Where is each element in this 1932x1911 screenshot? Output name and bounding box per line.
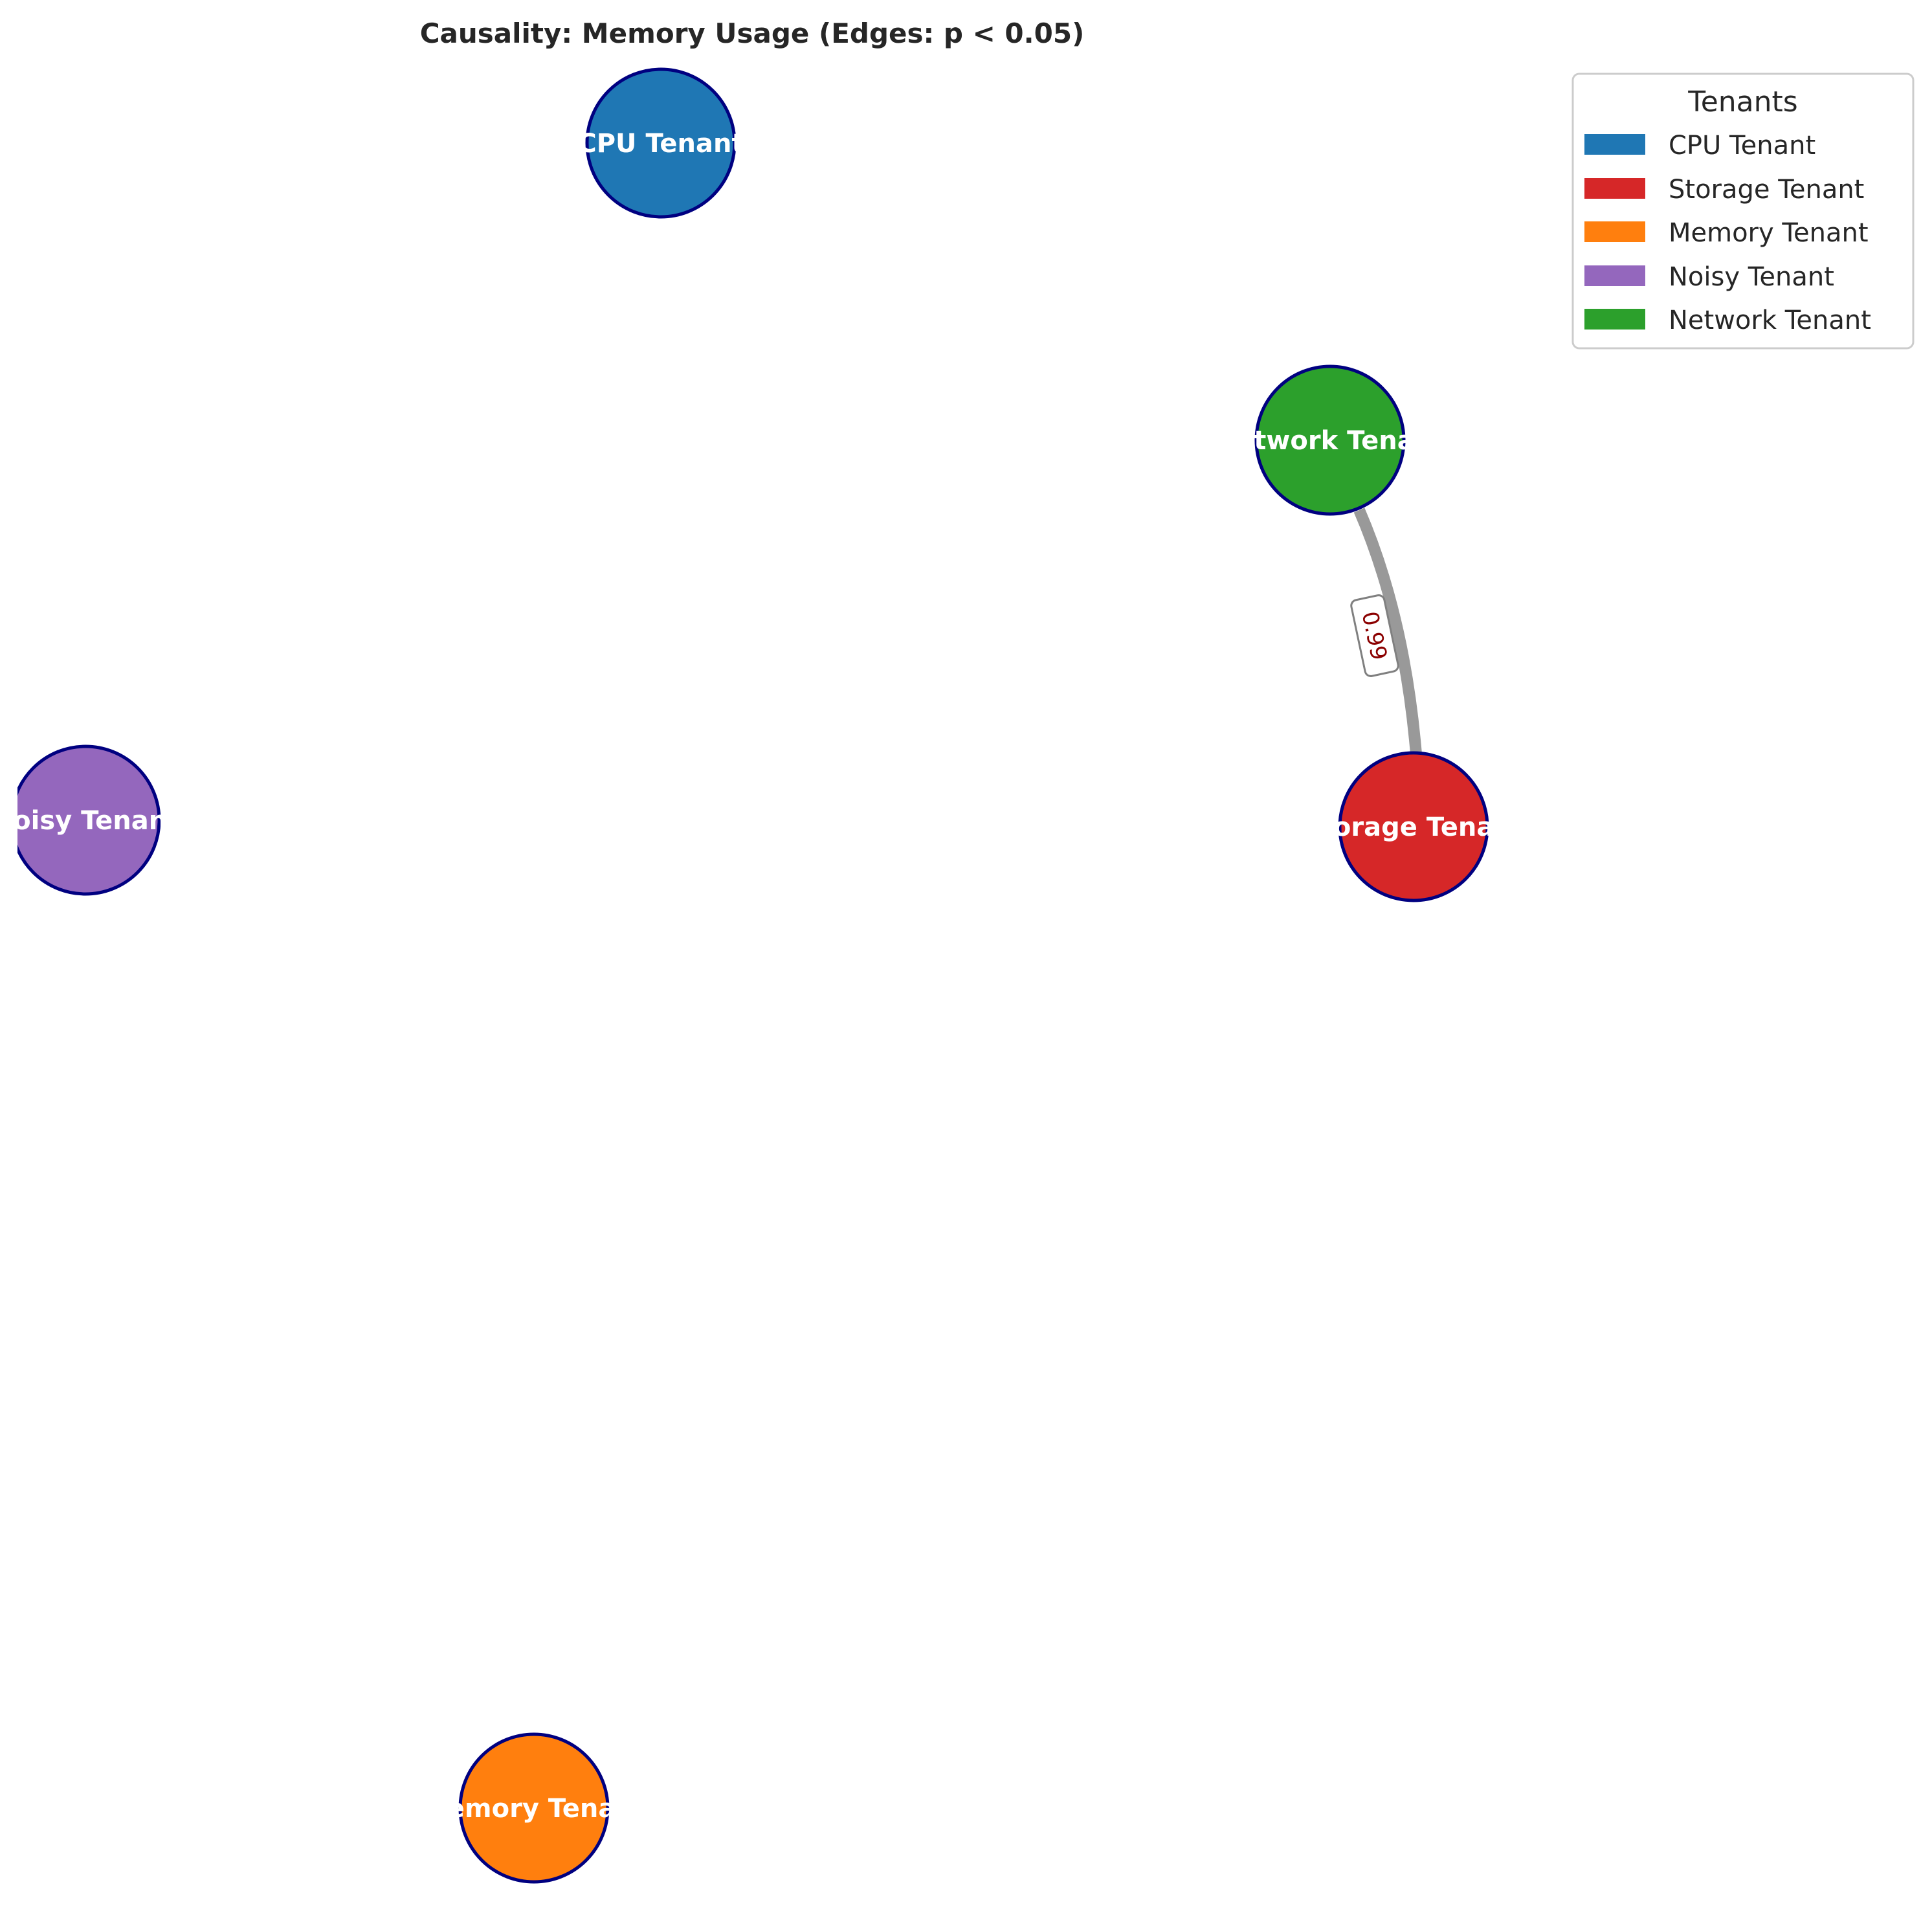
legend-swatch-network: [1584, 309, 1645, 330]
node-storage-circle: [1338, 751, 1489, 902]
node-memory-label: Memory Tenant: [421, 1794, 647, 1824]
node-noisy-label: Noisy Tenant: [0, 806, 179, 836]
legend-swatch-memory: [1584, 221, 1645, 242]
chart-title: Causality: Memory Usage (Edges: p < 0.05…: [420, 17, 1085, 49]
node-network-circle: [1254, 364, 1406, 516]
legend-label-noisy: Noisy Tenant: [1669, 262, 1834, 292]
node-memory-tenant[interactable]: Memory Tenant: [421, 1732, 647, 1884]
legend-item-network-tenant: Network Tenant: [1584, 306, 1871, 335]
graph-area: 0.99 CPU Tenant Network Tenant Noisy Ten…: [0, 67, 1525, 1884]
legend-item-memory-tenant: Memory Tenant: [1584, 218, 1869, 248]
node-cpu-circle: [585, 67, 737, 219]
node-noisy-tenant[interactable]: Noisy Tenant: [0, 744, 179, 896]
edge-network-to-storage: [1353, 508, 1422, 755]
legend-swatch-storage: [1584, 178, 1645, 199]
legend-label-network: Network Tenant: [1669, 306, 1871, 335]
node-cpu-tenant[interactable]: CPU Tenant: [577, 67, 744, 219]
node-storage-label: Storage Tenant: [1302, 812, 1525, 842]
node-cpu-label: CPU Tenant: [577, 129, 744, 159]
node-noisy-circle: [17, 744, 161, 896]
legend-item-storage-tenant: Storage Tenant: [1584, 175, 1864, 205]
node-network-label: Network Tenant: [1215, 426, 1446, 456]
legend-swatch-cpu: [1584, 134, 1645, 155]
legend-frame: [1571, 73, 1915, 350]
legend-label-memory: Memory Tenant: [1669, 218, 1869, 248]
node-storage-tenant[interactable]: Storage Tenant: [1302, 751, 1525, 902]
legend-label-cpu: CPU Tenant: [1669, 131, 1815, 161]
legend-item-noisy-tenant: Noisy Tenant: [1584, 262, 1834, 292]
legend-title: Tenants: [1687, 85, 1797, 118]
edge-weight-box: [1350, 594, 1399, 677]
legend-item-cpu-tenant: CPU Tenant: [1584, 131, 1815, 161]
node-network-tenant[interactable]: Network Tenant: [1215, 364, 1446, 516]
edge-weight-badge: 0.99: [1350, 594, 1399, 677]
legend-label-storage: Storage Tenant: [1669, 175, 1864, 205]
legend-swatch-noisy: [1584, 265, 1645, 286]
legend: Tenants CPU Tenant Storage Tenant Memory…: [1571, 73, 1915, 350]
node-memory-circle: [458, 1732, 610, 1884]
